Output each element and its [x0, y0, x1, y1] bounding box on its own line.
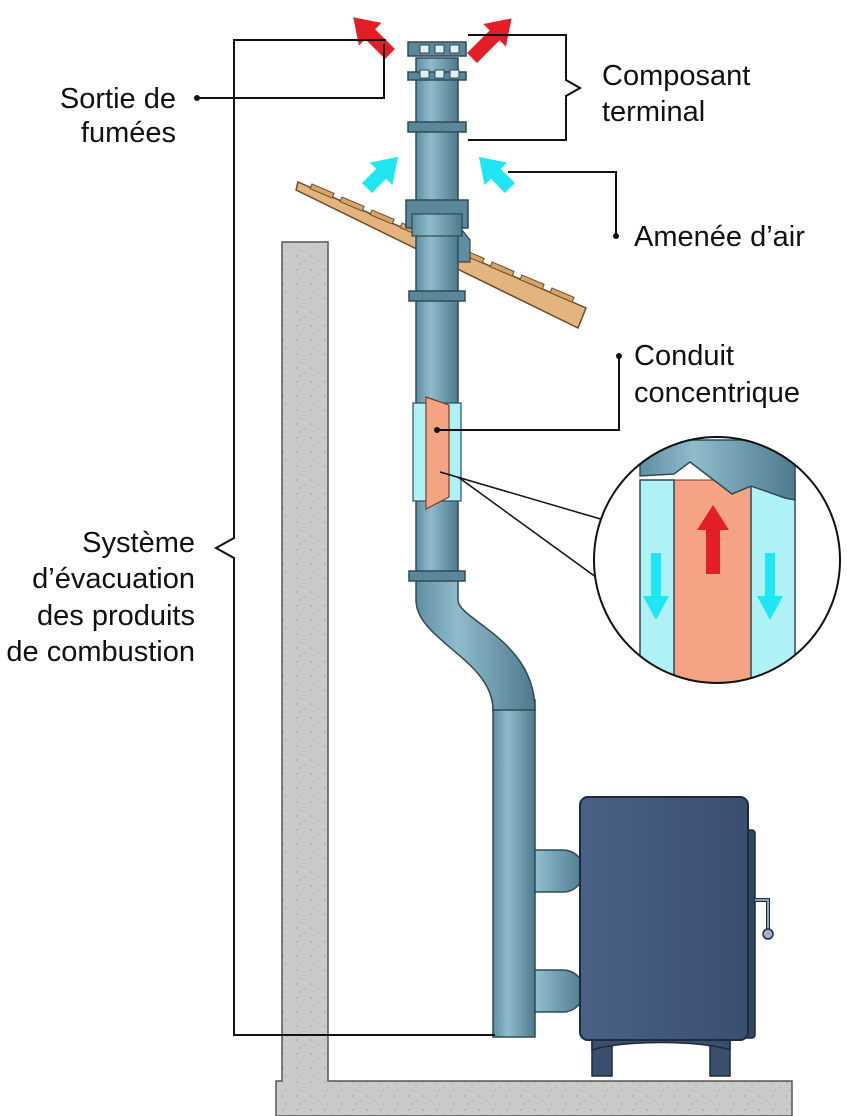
svg-text:fumées: fumées [81, 117, 176, 149]
concentric-flue-pipe [405, 41, 585, 1038]
label-amenee-d-air: Amenée d’air [634, 221, 805, 253]
svg-text:Système: Système [82, 527, 195, 559]
magnified-air-arrows [643, 553, 783, 620]
svg-text:de combustion: de combustion [6, 636, 195, 668]
svg-text:terminal: terminal [602, 96, 705, 128]
label-composant-terminal: Composant terminal [602, 60, 750, 128]
magnified-flue-arrow [697, 505, 729, 574]
flue-gas-arrows [353, 17, 512, 63]
concrete-wall [275, 241, 793, 1116]
svg-text:des produits: des produits [37, 600, 195, 632]
svg-text:Composant: Composant [602, 60, 750, 92]
svg-text:d’évacuation: d’évacuation [32, 563, 195, 595]
label-sortie-de-fumees: Sortie de fumées [60, 83, 176, 149]
label-conduit-concentrique: Conduit concentrique [634, 340, 800, 409]
fresh-air-arrows [362, 156, 515, 193]
label-systeme-evacuation: Système d’évacuation des produits de com… [6, 527, 195, 668]
magnified-detail [439, 436, 841, 684]
svg-text:Sortie de: Sortie de [60, 83, 176, 115]
stove [579, 796, 774, 1077]
svg-text:Amenée d’air: Amenée d’air [634, 221, 805, 253]
svg-text:Conduit: Conduit [634, 340, 734, 372]
svg-text:concentrique: concentrique [634, 377, 800, 409]
leader-lines [194, 34, 622, 1036]
